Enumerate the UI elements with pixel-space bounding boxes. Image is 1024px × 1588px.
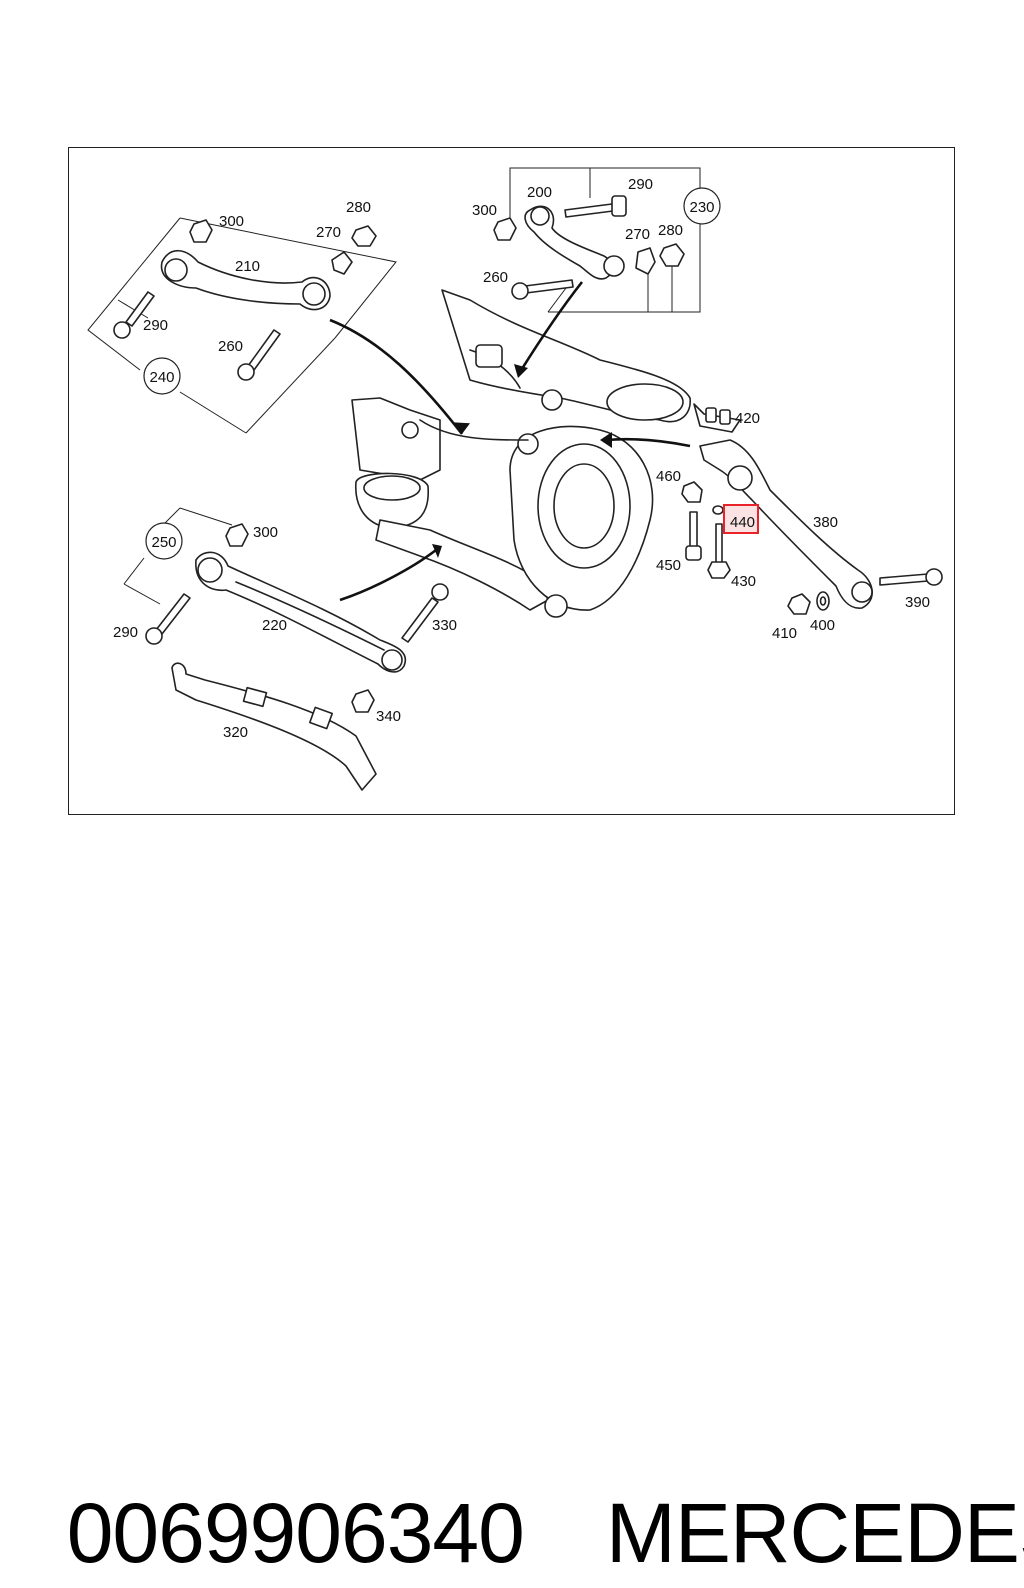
- callout-circle-240: 240: [143, 357, 181, 395]
- bolt-430[interactable]: [707, 523, 731, 579]
- bolt-260-top[interactable]: [511, 279, 574, 300]
- callout-300-left: 300: [219, 213, 244, 230]
- brand-name: MERCEDES: [605, 1486, 1024, 1580]
- callout-220: 220: [262, 617, 287, 634]
- nut-340[interactable]: [351, 689, 375, 713]
- callout-280-left: 280: [346, 199, 371, 216]
- washer-270-top[interactable]: [635, 247, 656, 275]
- nut-280-top[interactable]: [659, 243, 685, 267]
- control-arm-220[interactable]: [195, 551, 407, 673]
- wheel-knuckle: [509, 389, 654, 618]
- part-number: 0069906340: [66, 1486, 525, 1580]
- bolt-390[interactable]: [879, 568, 943, 586]
- part-caption: 0069906340 MERCEDES: [22, 1368, 1024, 1580]
- washer-440[interactable]: [712, 505, 724, 515]
- callout-430: 430: [731, 573, 756, 590]
- callout-410: 410: [772, 625, 797, 642]
- assembly-arrows: [329, 281, 691, 602]
- bolt-330[interactable]: [401, 583, 449, 643]
- nut-300-lower[interactable]: [225, 523, 249, 547]
- callout-290-lower: 290: [113, 624, 138, 641]
- callout-280-top: 280: [658, 222, 683, 239]
- callout-400: 400: [810, 617, 835, 634]
- callout-340: 340: [376, 708, 401, 725]
- part-320-shield[interactable]: [171, 662, 377, 791]
- callout-200: 200: [527, 184, 552, 201]
- callout-380: 380: [813, 514, 838, 531]
- pivot-links: [401, 344, 529, 441]
- callout-290-top: 290: [628, 176, 653, 193]
- control-arm-380[interactable]: [699, 439, 873, 609]
- bolt-450[interactable]: [685, 511, 702, 561]
- nut-280-left[interactable]: [351, 225, 377, 247]
- svg-text:230: 230: [689, 199, 714, 216]
- control-arm-200[interactable]: [524, 205, 625, 280]
- callout-260-top: 260: [483, 269, 508, 286]
- callout-330: 330: [432, 617, 457, 634]
- callout-260-left: 260: [218, 338, 243, 355]
- callout-270-top: 270: [625, 226, 650, 243]
- suspension-diagram: 230 240 250 200 290 300 270 280 260 300 …: [87, 167, 943, 791]
- callout-300-lower: 300: [253, 524, 278, 541]
- callout-390: 390: [905, 594, 930, 611]
- bolt-260-left[interactable]: [237, 329, 281, 381]
- callout-circle-250: 250: [145, 522, 183, 560]
- group-240-box: [87, 217, 397, 434]
- rear-subframe: [351, 289, 691, 611]
- bolt-290-lower[interactable]: [145, 593, 191, 645]
- nut-410[interactable]: [787, 593, 811, 615]
- bolt-290-top[interactable]: [564, 195, 627, 218]
- control-arm-210[interactable]: [160, 249, 331, 311]
- nut-300-left[interactable]: [189, 219, 213, 243]
- diagram-frame: [68, 147, 955, 815]
- washer-400[interactable]: [816, 591, 830, 611]
- washer-270-left[interactable]: [331, 251, 353, 275]
- callout-300-top: 300: [472, 202, 497, 219]
- nut-300-top[interactable]: [493, 217, 517, 241]
- highlight-440: [723, 504, 759, 534]
- bolt-290-left[interactable]: [113, 291, 155, 339]
- callout-270-left: 270: [316, 224, 341, 241]
- callout-320: 320: [223, 724, 248, 741]
- svg-text:250: 250: [151, 534, 176, 551]
- callout-210: 210: [235, 258, 260, 275]
- svg-text:240: 240: [149, 369, 174, 386]
- callout-450: 450: [656, 557, 681, 574]
- nut-460[interactable]: [681, 481, 703, 503]
- callout-460: 460: [656, 468, 681, 485]
- callout-circle-230: 230: [683, 187, 721, 225]
- bracket-420[interactable]: [693, 403, 741, 433]
- callout-420: 420: [735, 410, 760, 427]
- callout-440: 440: [730, 514, 755, 531]
- callout-290-left: 290: [143, 317, 168, 334]
